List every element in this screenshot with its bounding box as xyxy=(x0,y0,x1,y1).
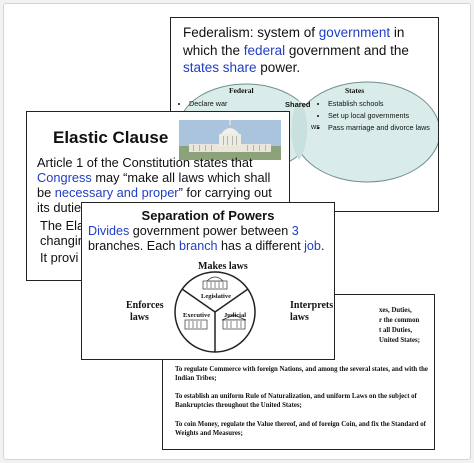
title-part-highlight: states share xyxy=(183,60,257,75)
venn-state-item: Establish schools xyxy=(328,99,430,108)
title-part-highlight: federal xyxy=(243,42,286,58)
venn-shared-fragment: ws xyxy=(311,122,320,131)
judicial-icon xyxy=(221,314,247,330)
judicial-label: Judicial xyxy=(224,312,247,319)
clause-fragment: xes, Duties, xyxy=(379,307,412,314)
title-part-highlight: government xyxy=(318,25,391,40)
clause-paragraph: To coin Money, regulate the Value thereo… xyxy=(175,421,426,437)
body-part-highlight: branch xyxy=(179,239,218,253)
interprets-line: Interprets xyxy=(290,300,334,311)
capitol-building-image xyxy=(179,120,281,160)
title-part: government and the xyxy=(285,42,409,58)
title-part: power. xyxy=(256,60,301,75)
body-part: has a different xyxy=(217,239,305,253)
makes-laws-label: Makes laws xyxy=(198,261,248,272)
legislative-icon xyxy=(202,276,228,290)
federalism-title: Federalism: system of government in whic… xyxy=(183,24,435,77)
pie-divider xyxy=(214,288,249,313)
body-part-highlight: job xyxy=(304,239,321,253)
venn-state-item: Pass marriage and divorce laws xyxy=(328,123,430,132)
enforces-line: Enforces xyxy=(126,300,164,311)
clause-paragraph: To establish an uniform Rule of Naturali… xyxy=(175,393,417,409)
executive-label: Executive xyxy=(183,312,211,319)
venn-states-label: States xyxy=(345,86,365,95)
body-part-highlight: Divides xyxy=(88,224,130,238)
executive-icon xyxy=(184,319,208,330)
enforces-laws-label: Enforces laws xyxy=(126,300,164,324)
body-part: Article 1 of the Constitution states tha… xyxy=(37,155,253,170)
legislative-label: Legislative xyxy=(201,293,231,300)
elastic-title: Elastic Clause xyxy=(53,128,169,147)
elastic-body: Article 1 of the Constitution states tha… xyxy=(37,155,283,215)
elastic-fragment: The Ela xyxy=(40,218,85,233)
separation-body: Divides government power between 3 branc… xyxy=(88,224,332,254)
clause-fragment: t all Duties, xyxy=(379,327,413,334)
body-part: government power between xyxy=(129,224,292,238)
venn-state-item: Set up local governments xyxy=(328,111,430,120)
pie-divider xyxy=(181,288,216,313)
clause-paragraph: To regulate Commerce with foreign Nation… xyxy=(175,366,428,382)
body-part-highlight: 3 xyxy=(291,224,299,238)
body-part-highlight: necessary and proper xyxy=(54,185,179,200)
enforces-line: laws xyxy=(130,312,149,323)
image-frame: Federalism: system of government in whic… xyxy=(3,3,471,460)
body-part: . xyxy=(320,239,325,253)
clause-fragment: r the common xyxy=(379,317,420,324)
venn-federal-label: Federal xyxy=(229,86,254,95)
title-part: in which the xyxy=(183,25,405,58)
venn-states-list: Establish schools Set up local governmen… xyxy=(318,99,430,135)
venn-federal-item: Declare war xyxy=(189,99,279,108)
elastic-fragment: It provi xyxy=(40,250,79,265)
title-part: Federalism: system of xyxy=(183,25,319,40)
body-part: branches. Each xyxy=(88,239,180,253)
interprets-line: laws xyxy=(290,312,309,323)
clause-fragment: United States; xyxy=(379,337,420,344)
elastic-fragment: changin xyxy=(40,233,85,248)
body-part: may “make all laws which shall be xyxy=(37,170,271,200)
branches-pie xyxy=(174,271,256,353)
separation-title: Separation of Powers xyxy=(141,208,275,223)
body-part: ” for carrying out its duties. xyxy=(37,185,272,215)
venn-shared-label: Shared xyxy=(285,100,311,109)
separation-of-powers-slide: Separation of Powers Divides government … xyxy=(81,202,335,360)
body-part-highlight: Congress xyxy=(37,170,92,185)
interprets-laws-label: Interprets laws xyxy=(290,300,333,324)
venn-overlap xyxy=(291,100,308,160)
